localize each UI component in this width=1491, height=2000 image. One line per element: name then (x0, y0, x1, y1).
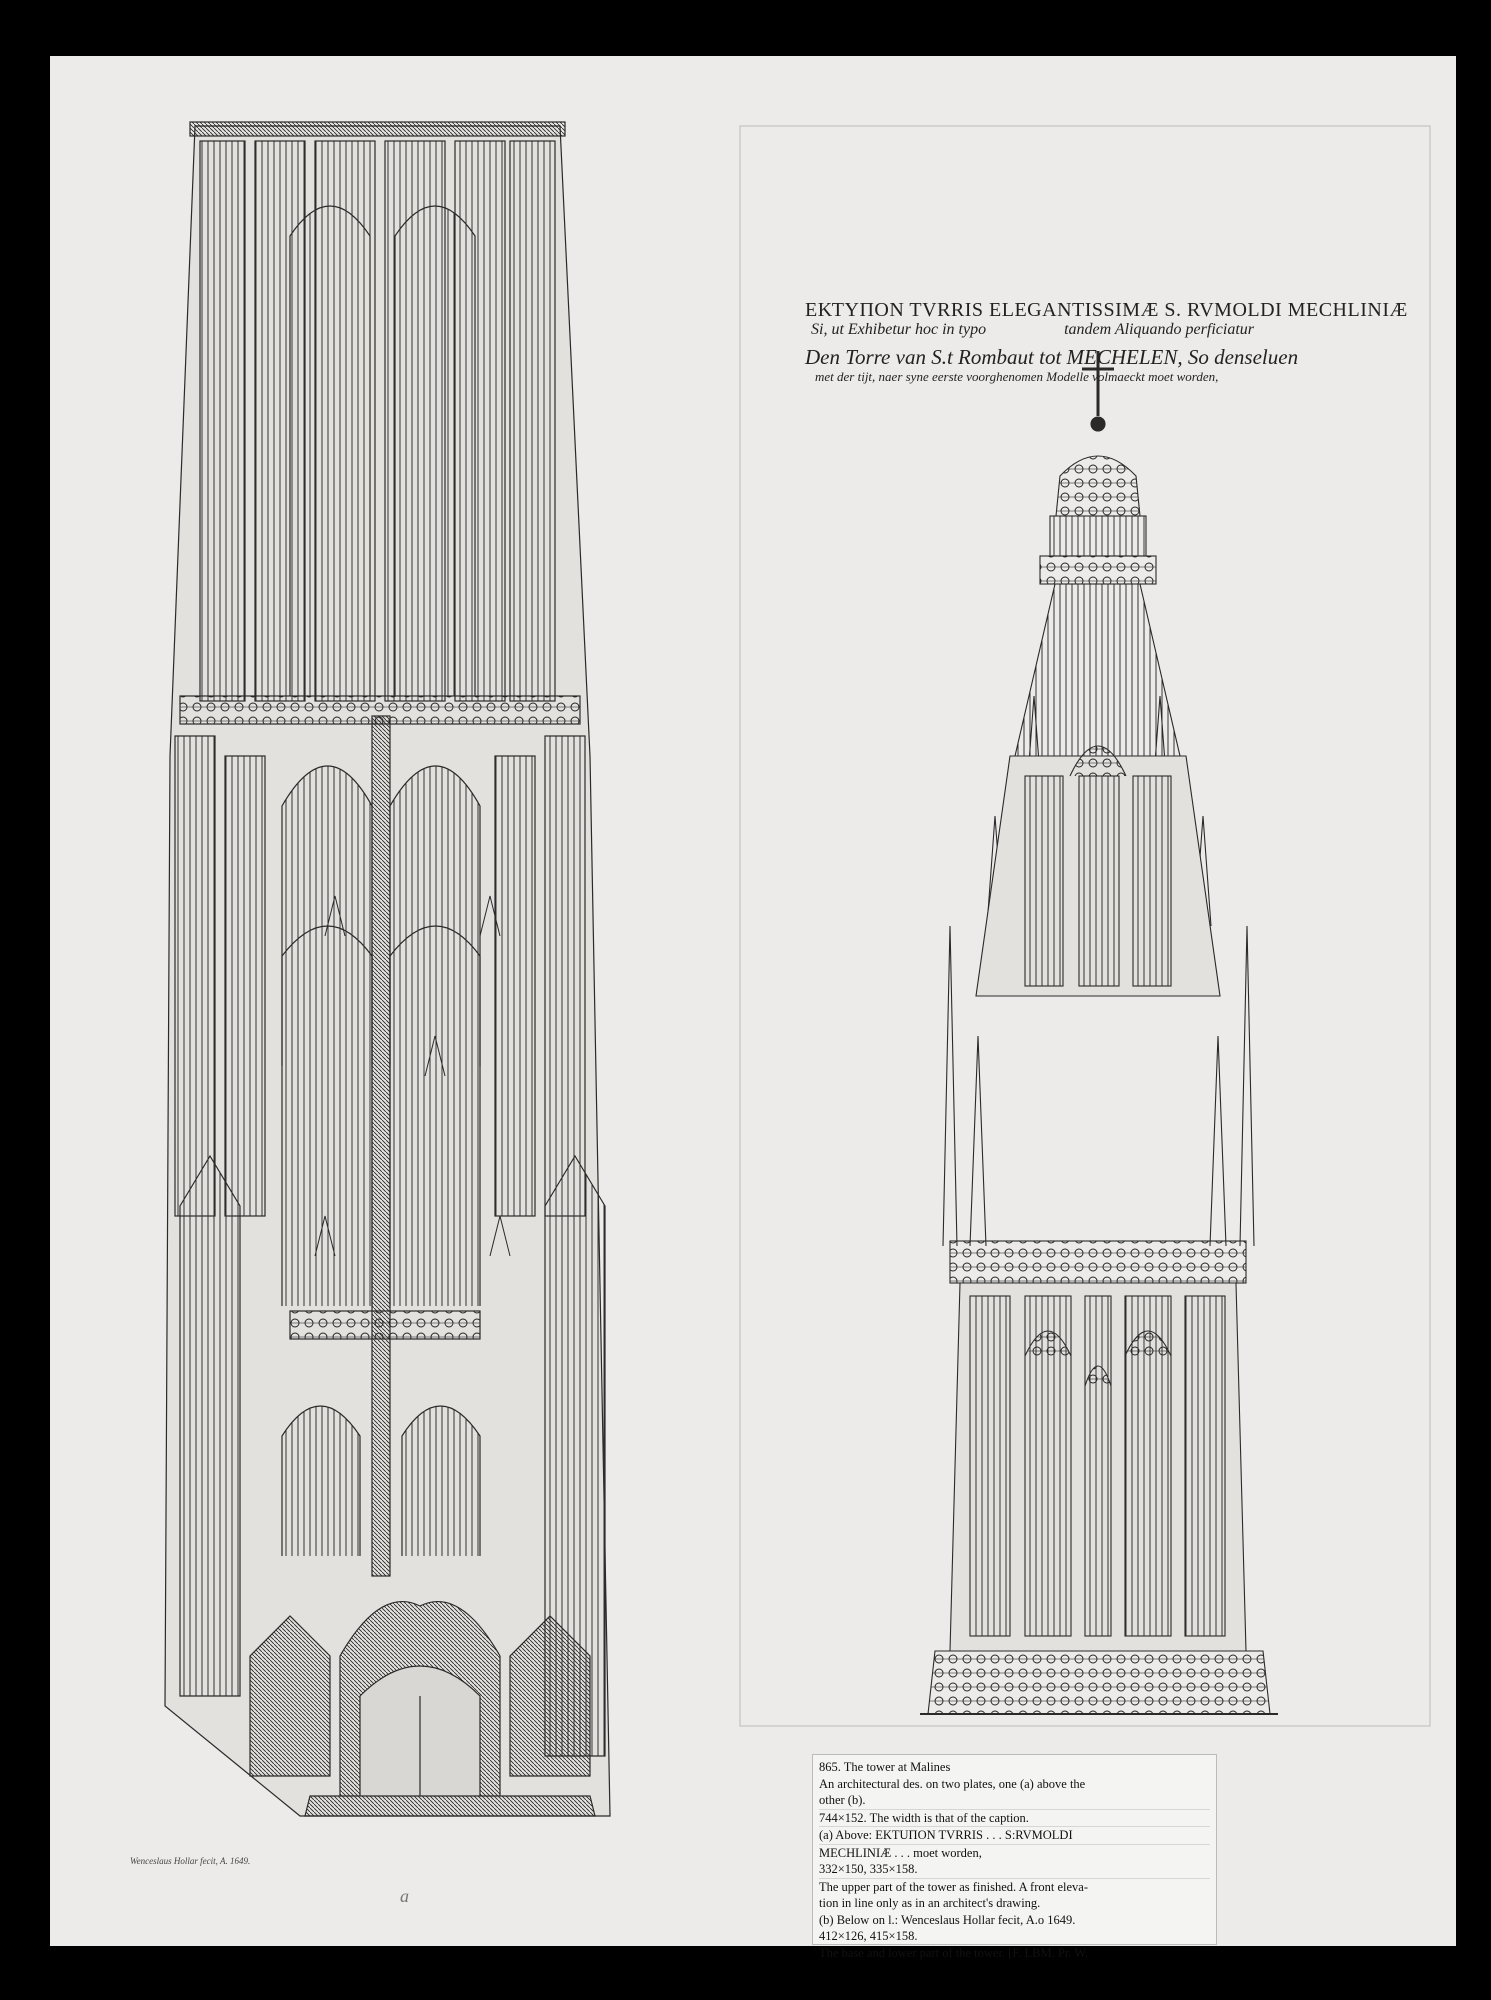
label-line: MECHLINIÆ . . . moet worden, (819, 1845, 982, 1860)
label-line: The upper part of the tower as finished.… (819, 1879, 1089, 1894)
catalogue-label: 865. The tower at Malines An architectur… (812, 1754, 1217, 1960)
label-line: other (b). (819, 1792, 1210, 1810)
title-line-2: Si, ut Exhibetur hoc in typo tandem Aliq… (805, 321, 1425, 339)
label-line: 744×152. The width is that of the captio… (819, 1810, 1210, 1827)
plate-mark (739, 125, 1431, 1727)
tower-lower-drawing (164, 121, 611, 1817)
label-line: 332×150, 335×158. (819, 1861, 1210, 1879)
label-line: (a) Above: EKTUΠON TVRRIS . . . S:RVMOLD… (819, 1827, 1210, 1845)
etching-plate (164, 121, 1431, 1817)
label-line: 865. The tower at Malines (819, 1760, 951, 1774)
plate-letter: a (400, 1886, 409, 1906)
tower-upper-drawing (920, 351, 1278, 1715)
title-line-2a: Si, ut Exhibetur hoc in typo (811, 321, 987, 338)
label-line: tion in line only as in an architect's d… (819, 1896, 1041, 1910)
title-line-4: met der tijt, naer syne eerste voorgheno… (815, 369, 1219, 384)
engraved-title: ΕΚΤΥΠΟΝ ΤVRRIS ELEGANTISSIMÆ S. RVMOLDI … (805, 299, 1425, 384)
title-line-2b: tandem Aliquando perficiatur (1064, 321, 1254, 338)
paper-sheet: ΕΚΤΥΠΟΝ ΤVRRIS ELEGANTISSIMÆ S. RVMOLDI … (50, 56, 1456, 1960)
label-line: The base and lower part of the tower. [F… (819, 1945, 1089, 1960)
label-line: An architectural des. on two plates, one… (819, 1776, 1086, 1791)
label-line: (b) Below on l.: Wenceslaus Hollar fecit… (819, 1912, 1076, 1927)
label-line: 412×126, 415×158. (819, 1929, 918, 1943)
title-line-1: ΕΚΤΥΠΟΝ ΤVRRIS ELEGANTISSIMÆ S. RVMOLDI … (805, 299, 1408, 321)
title-line-3: Den Torre van S.t Rombaut tot MECHELEN, … (805, 345, 1299, 369)
artist-signature: Wenceslaus Hollar fecit, A. 1649. (130, 1856, 251, 1866)
